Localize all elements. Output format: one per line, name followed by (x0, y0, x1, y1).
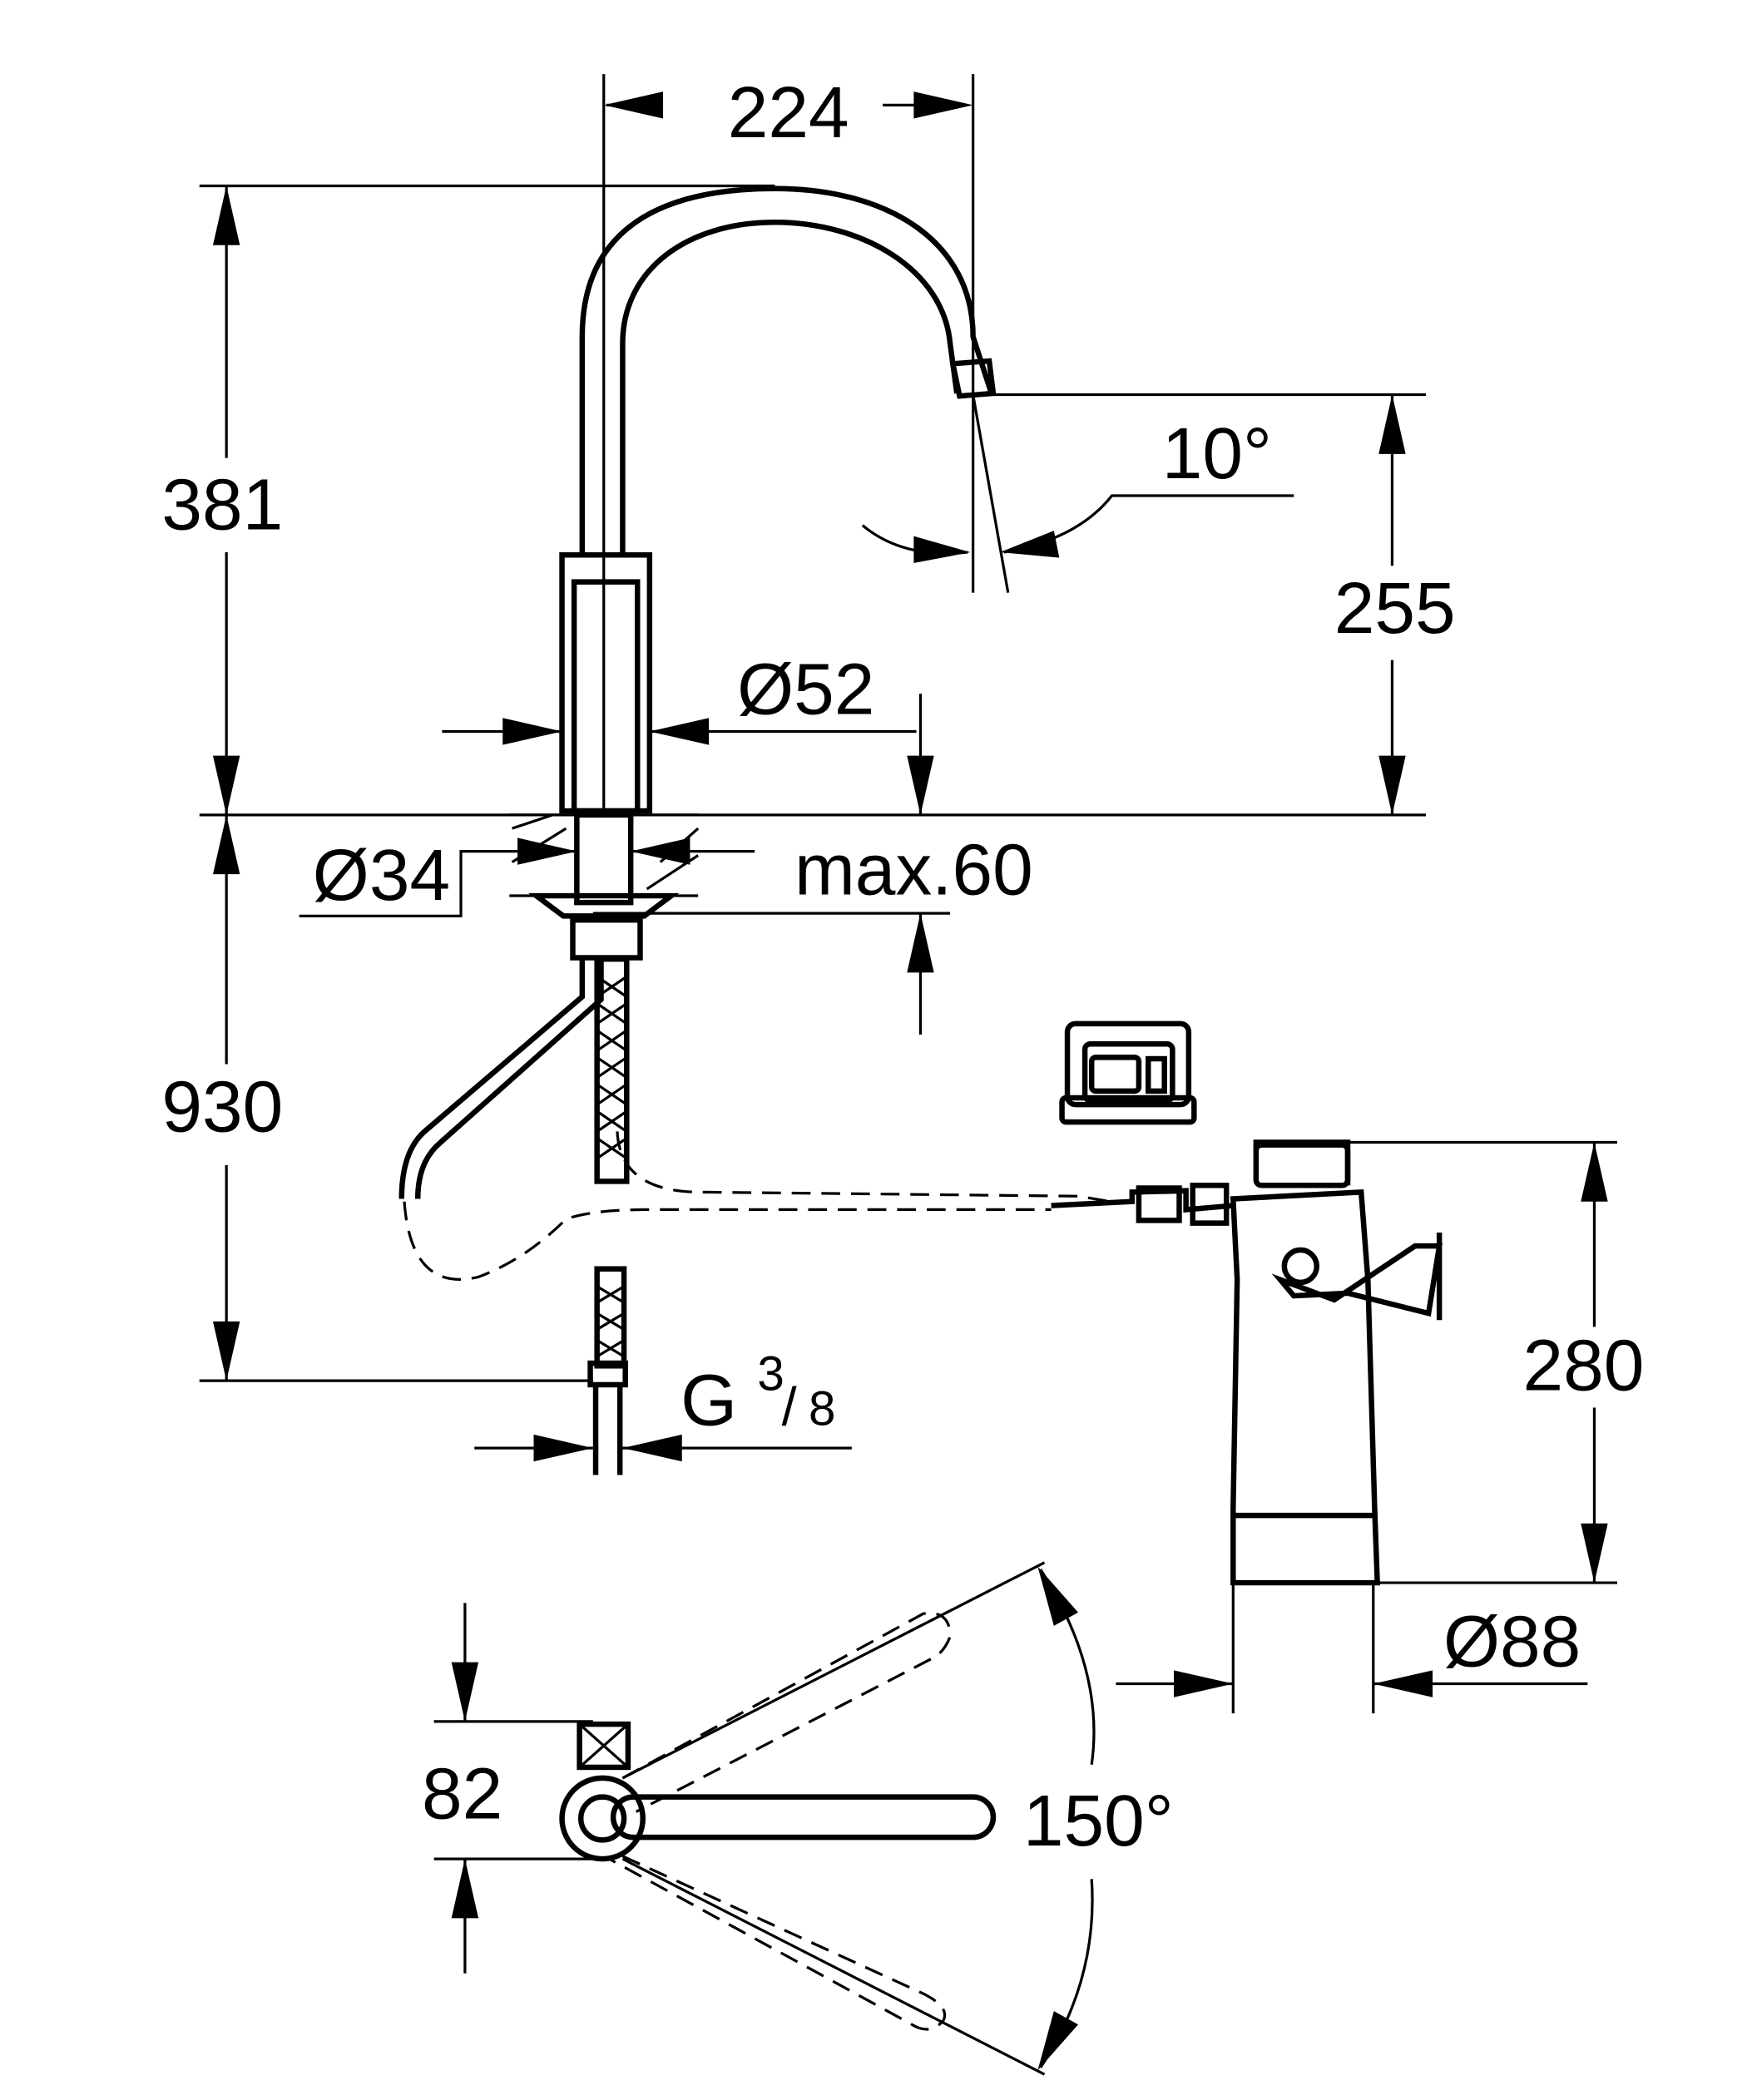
label-diameter-52: Ø52 (737, 648, 874, 729)
dimension-diameter-88: Ø88 (1116, 1583, 1588, 1714)
label-10-degree: 10° (1162, 413, 1272, 494)
faucet-spout (559, 185, 997, 814)
dimension-diameter-52: Ø52 (442, 648, 934, 815)
svg-text:/: / (782, 1376, 797, 1437)
label-280: 280 (1523, 1324, 1645, 1406)
label-thread-numerator: 3 (757, 1346, 784, 1401)
label-thread-denominator: 8 (809, 1382, 835, 1436)
dimension-224: 224 (602, 72, 975, 808)
dimension-381: 381 (161, 184, 1426, 817)
label-224: 224 (728, 72, 849, 153)
label-381: 381 (161, 464, 283, 546)
label-thread-g: G (681, 1360, 737, 1441)
dimension-10-degree: 10° (861, 394, 1294, 593)
label-max-60: max.60 (794, 828, 1033, 910)
label-diameter-88: Ø88 (1443, 1600, 1581, 1682)
water-filter (1051, 1139, 1443, 1586)
hoses (398, 956, 1119, 1475)
deck-mount (509, 812, 700, 961)
dimension-930: 930 (161, 814, 593, 1382)
dimension-280: 280 (1348, 1140, 1645, 1584)
dimension-max-60: max.60 (592, 828, 1033, 1035)
dimension-diameter-34: Ø34 (299, 834, 755, 917)
label-930: 930 (161, 1065, 283, 1147)
dimension-255: 255 (990, 393, 1456, 815)
label-255: 255 (1334, 567, 1456, 649)
electronic-display-icon (1059, 1020, 1197, 1125)
top-view-handle (559, 1612, 997, 2031)
label-82: 82 (422, 1753, 502, 1835)
dimension-thread-g3-8: G 3 / 8 (474, 1346, 852, 1462)
label-diameter-34: Ø34 (313, 834, 450, 916)
dimension-82: 82 (422, 1603, 593, 1974)
label-150-degree: 150° (1023, 1780, 1174, 1861)
dimension-150-degree: 150° (621, 1561, 1174, 2076)
